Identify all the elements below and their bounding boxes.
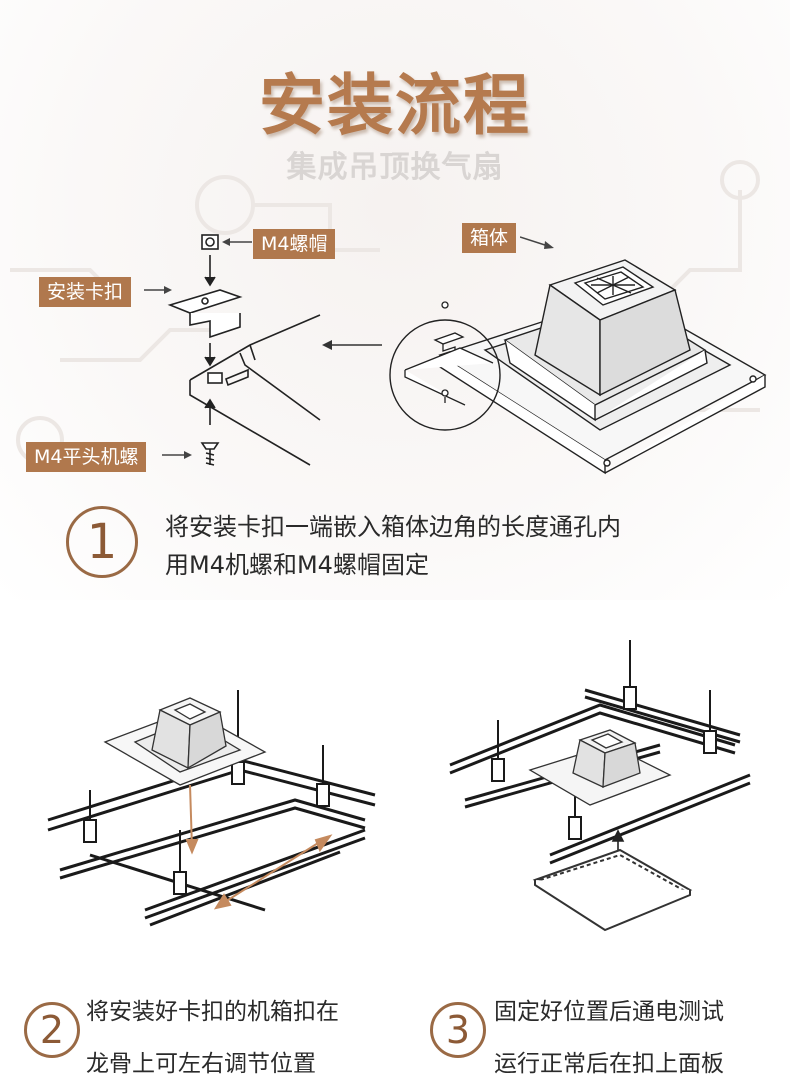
label-clip: 安装卡扣 [39,277,132,307]
page-subtitle: 集成吊顶换气扇 [286,150,504,185]
step-2-badge: 2 [24,1002,80,1058]
step-1-badge: 1 [66,506,138,578]
clip-pointer-arrow [144,286,172,294]
label-box: 箱体 [462,223,517,253]
step-1-number: 1 [86,514,118,570]
clip-assembly-diagram [167,234,321,466]
panel-attachment-diagram [449,640,751,932]
nut-pointer-arrow [222,238,252,246]
screw-pointer-arrow [162,451,192,459]
step-1-line-2: 用M4机螺和M4螺帽固定 [165,551,429,579]
step-2-description: 将安装好卡扣的机箱扣在 龙骨上可左右调节位置 [86,986,406,1090]
label-screw: M4平头机螺 [26,442,147,472]
frame-placement-diagram [47,690,376,927]
box-pointer-arrow [520,236,554,249]
step-3-line-2: 运行正常后在扣上面板 [494,1051,724,1077]
fan-box-diagram [389,259,767,475]
label-nut: M4螺帽 [253,229,336,259]
step-3-description: 固定好位置后通电测试 运行正常后在扣上面板 [494,986,784,1090]
step-2-line-1: 将安装好卡扣的机箱扣在 [86,999,339,1025]
page-title: 安装流程 [259,67,531,144]
step-3-badge: 3 [430,1002,486,1058]
step-3-number: 3 [445,1008,471,1052]
step-1-description: 将安装卡扣一端嵌入箱体边角的长度通孔内 用M4机螺和M4螺帽固定 [165,508,775,584]
step-2-line-2: 龙骨上可左右调节位置 [86,1051,316,1077]
step-2-number: 2 [39,1008,65,1052]
step-1-line-1: 将安装卡扣一端嵌入箱体边角的长度通孔内 [165,513,621,541]
detail-pointer-arrow [322,340,382,350]
step-3-line-1: 固定好位置后通电测试 [494,999,724,1025]
